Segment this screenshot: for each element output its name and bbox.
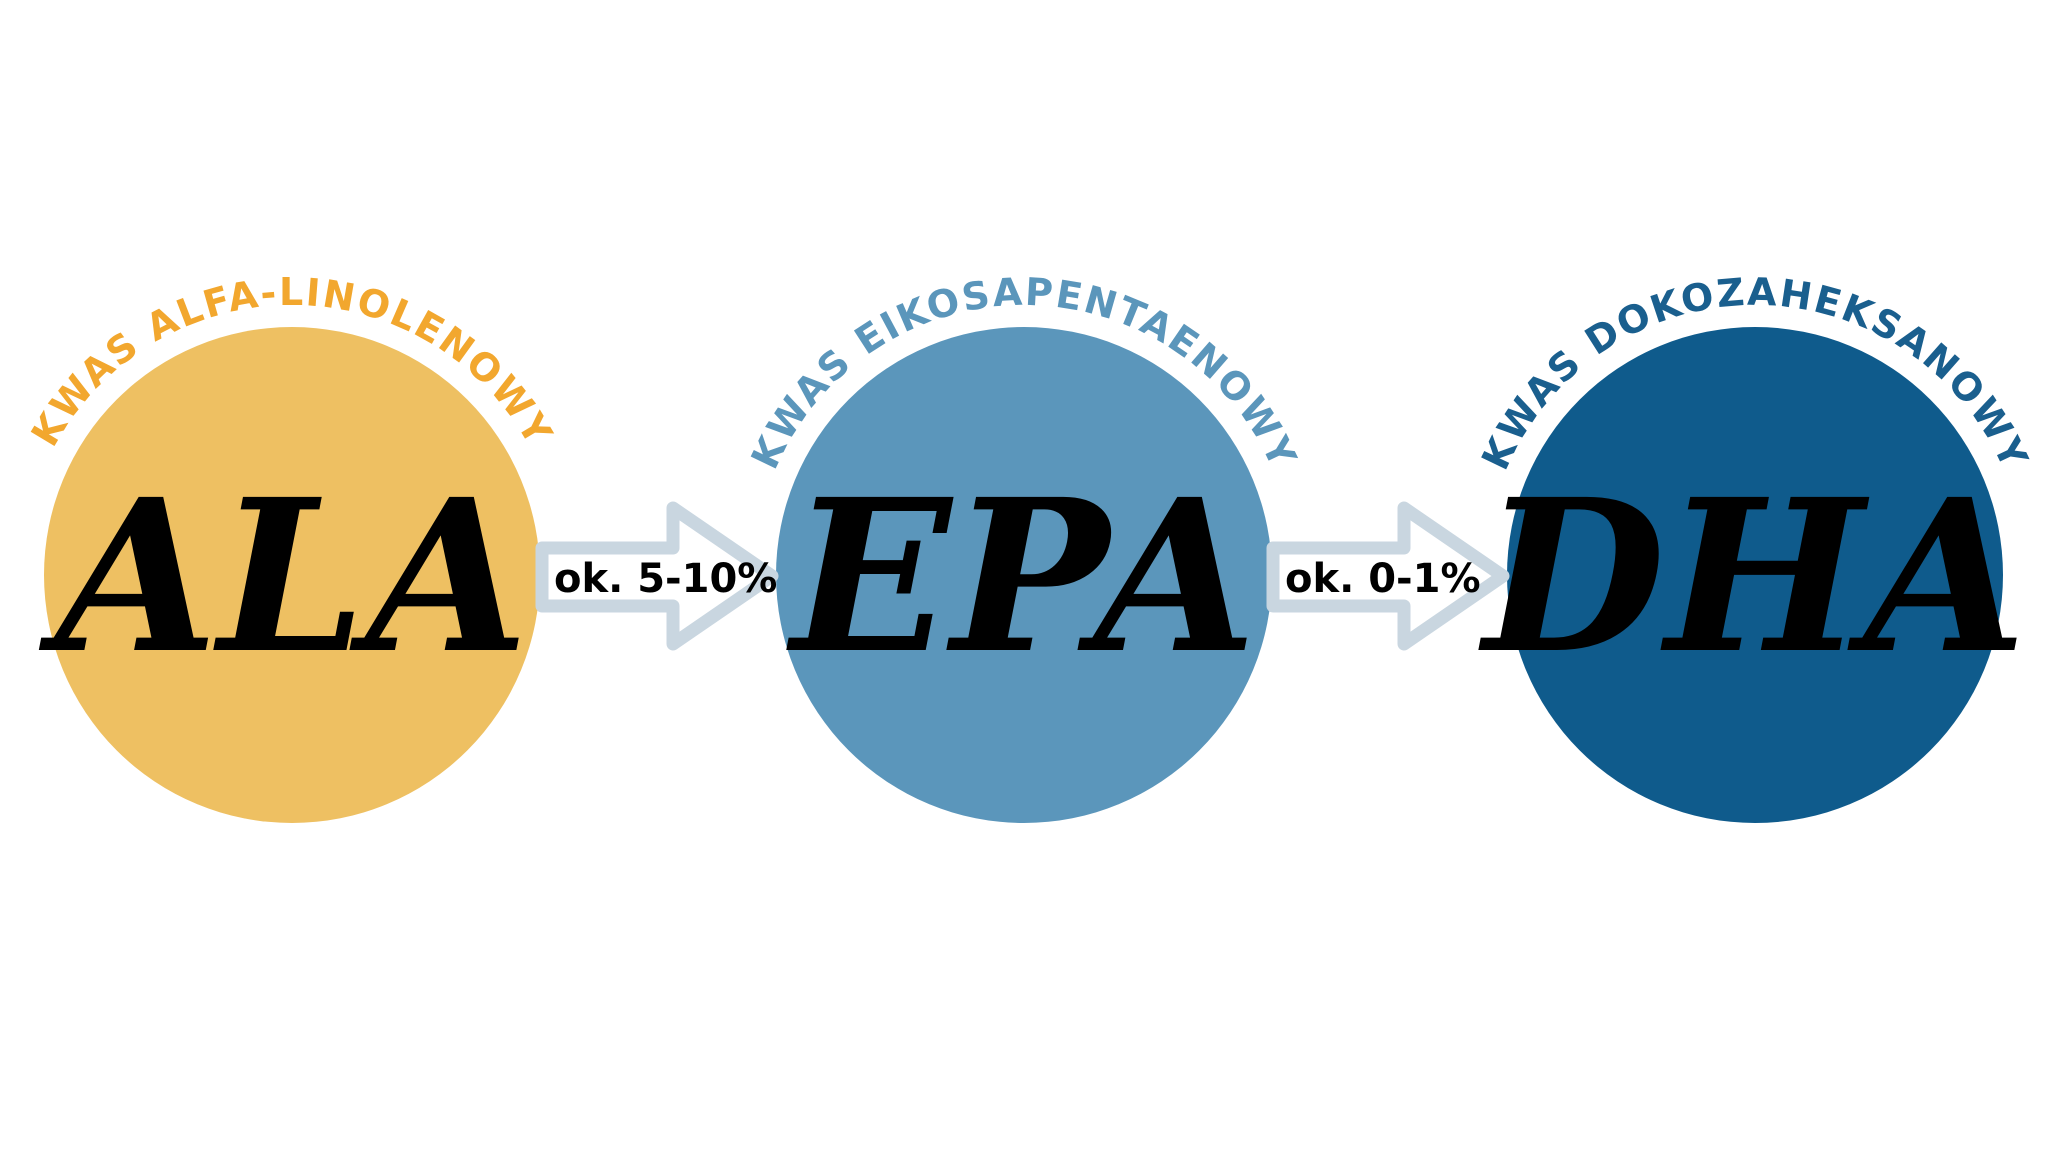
conversion-arrow: ok. 5-10%: [535, 501, 779, 651]
node-circle: [44, 327, 540, 823]
arrow-icon: [1266, 501, 1510, 651]
node-abbreviation: ALA: [38, 453, 529, 700]
conversion-rate-label: ok. 0-1%: [1285, 556, 1481, 602]
node-abbreviation: DHA: [1478, 453, 2026, 700]
node-circle: [776, 327, 1272, 823]
arrow-icon: [535, 501, 779, 651]
conversion-rate-label: ok. 5-10%: [554, 556, 777, 602]
node-circle: [1507, 327, 2003, 823]
node-abbreviation: EPA: [786, 453, 1257, 700]
conversion-arrow: ok. 0-1%: [1266, 501, 1510, 651]
